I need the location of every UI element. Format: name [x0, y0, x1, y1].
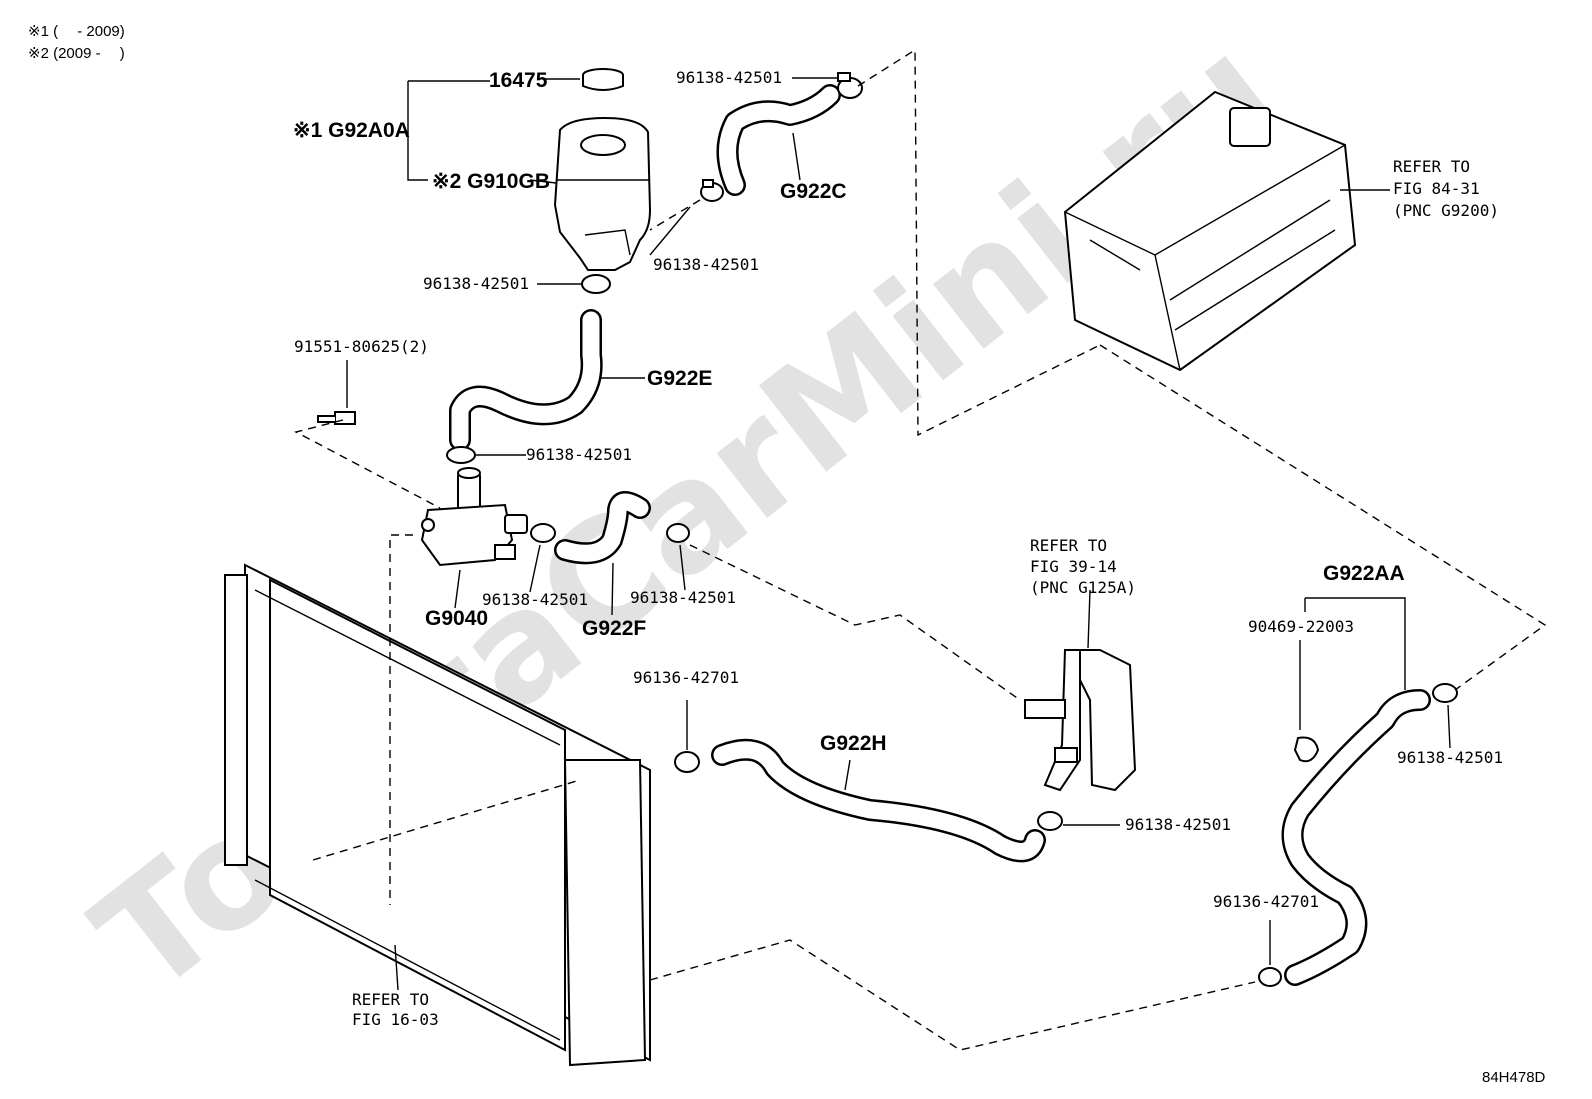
note-2: ※2 (2009 - ): [28, 45, 125, 62]
clamp-g922c-bottom: [700, 179, 724, 202]
reservoir-cap: [582, 68, 624, 91]
valve-bracket: [1024, 649, 1137, 792]
label-ref-valve-1: REFER TO: [1030, 536, 1107, 555]
label-clamp-mid-right: 96138-42501: [653, 255, 759, 274]
clamp-pump-right: [666, 523, 690, 543]
clamp-pump-top: [446, 446, 476, 464]
label-clamp-pump-top: 96138-42501: [526, 445, 632, 464]
hose-g922c: [716, 84, 841, 196]
label-bolt: 91551-80625(2): [294, 337, 429, 356]
water-pump-g9040: [420, 467, 528, 567]
route-bottom: [649, 939, 1256, 1051]
hose-g922h: [711, 738, 1046, 863]
inverter-assembly: [1063, 90, 1357, 372]
label-clamp-h-left: 96136-42701: [633, 668, 739, 687]
clamp-tank: [581, 274, 611, 294]
hose-g922e: [449, 309, 603, 451]
label-clamp-pump-left: 96138-42501: [482, 590, 588, 609]
label-ref-inverter-1: REFER TO: [1393, 157, 1470, 176]
label-ref-valve-3: (PNC G125A): [1030, 578, 1136, 597]
reservoir-tank: [553, 116, 652, 271]
figure-code: 84H478D: [1482, 1069, 1546, 1086]
label-ref-radiator-1: REFER TO: [352, 990, 429, 1009]
clamp-h-right: [1037, 811, 1063, 831]
note-1: ※1 ( - 2009): [28, 23, 125, 40]
label-ref-valve-2: FIG 39-14: [1030, 557, 1117, 576]
label-clamp-pump-right: 96138-42501: [630, 588, 736, 607]
clip-90469: [1293, 736, 1320, 763]
label-clip: 90469-22003: [1248, 617, 1354, 636]
label-clamp-aa-top: 96138-42501: [1397, 748, 1503, 767]
label-g922e: G922E: [647, 367, 712, 390]
label-clamp-tank: 96138-42501: [423, 274, 529, 293]
route-radiator: [312, 779, 581, 861]
label-g92a0a: ※1 G92A0A: [293, 119, 410, 142]
label-clamp-aa-bottom: 96136-42701: [1213, 892, 1319, 911]
label-ref-radiator-2: FIG 16-03: [352, 1010, 439, 1029]
route-tank-clamp: [649, 199, 701, 231]
hose-g922aa: [1281, 689, 1431, 986]
label-ref-inverter-3: (PNC G9200): [1393, 201, 1499, 220]
label-g922aa: G922AA: [1323, 562, 1405, 585]
clamp-top: [837, 72, 863, 99]
route-top: [857, 48, 1101, 437]
watermark: ToyotaCarMini.ru: [65, 4, 1308, 1028]
hose-g922f: [554, 491, 651, 565]
label-clamp-h-right: 96138-42501: [1125, 815, 1231, 834]
clamp-pump-left: [530, 523, 556, 543]
label-16475: 16475: [489, 69, 548, 92]
label-g910gb: ※2 G910GB: [432, 170, 550, 193]
label-clamp-top: 96138-42501: [676, 68, 782, 87]
route-pump-left: [389, 534, 413, 905]
route-valve: [689, 544, 1021, 701]
label-g922c: G922C: [780, 180, 847, 203]
label-g922f: G922F: [582, 617, 646, 640]
route-bolt: [294, 419, 441, 509]
label-ref-inverter-2: FIG 84-31: [1393, 179, 1480, 198]
clamp-h-left: [674, 751, 700, 773]
clamp-aa-bottom: [1258, 967, 1282, 987]
radiator: [224, 563, 651, 1067]
label-g922h: G922H: [820, 732, 887, 755]
label-g9040: G9040: [425, 607, 488, 630]
clamp-aa-top: [1432, 683, 1458, 703]
route-inverter-right: [1099, 344, 1547, 691]
